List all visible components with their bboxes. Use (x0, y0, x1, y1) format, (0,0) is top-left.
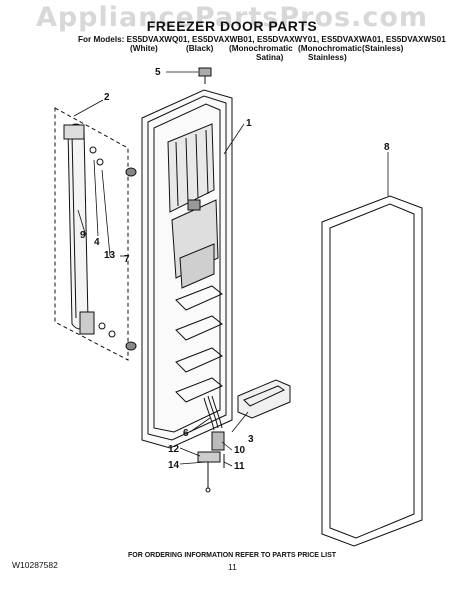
callout-7: 7 (124, 254, 130, 265)
callout-5: 5 (155, 67, 161, 78)
callout-12: 12 (168, 444, 180, 455)
variant-black: (Black) (186, 44, 214, 53)
watermark: AppliancePartsPros.com (35, 2, 429, 33)
top-hinge-cap (198, 67, 212, 84)
callout-9: 9 (80, 230, 86, 241)
callout-6: 6 (183, 428, 189, 439)
variant-satina: Satina) (256, 53, 284, 62)
page-title: FREEZER DOOR PARTS (146, 18, 318, 34)
callout-11: 11 (234, 461, 245, 472)
callout-14: 14 (168, 460, 180, 471)
callout-10: 10 (234, 445, 246, 456)
handle-screws (89, 146, 137, 351)
callout-4: 4 (94, 237, 100, 248)
door-panel (141, 89, 233, 449)
variant-white: (White) (130, 44, 158, 53)
page-number: 11 (228, 562, 237, 572)
door-bin (237, 379, 291, 419)
callout-2: 2 (104, 92, 110, 103)
variant-stainless-2: Stainless) (308, 53, 347, 62)
callout-13: 13 (104, 250, 116, 261)
ordering-note: FOR ORDERING INFORMATION REFER TO PARTS … (127, 552, 337, 559)
variant-stainless: (Stainless) (362, 44, 404, 53)
models-line: For Models: ES5DVAXWQ01, ES5DVAXWB01, ES… (78, 35, 446, 44)
leader-lines (73, 71, 389, 467)
door-gasket (321, 195, 423, 547)
doc-number: W10287582 (12, 560, 58, 570)
handle-assembly-outline (54, 107, 129, 361)
callout-8: 8 (384, 142, 390, 153)
variant-mono-satina: (Monochromatic (229, 44, 293, 53)
callout-1: 1 (246, 118, 252, 129)
variant-mono-stainless: (Monochromatic (298, 44, 362, 53)
bottom-hinge-parts (197, 431, 225, 493)
callout-3: 3 (248, 434, 254, 445)
handle-part (63, 123, 95, 335)
